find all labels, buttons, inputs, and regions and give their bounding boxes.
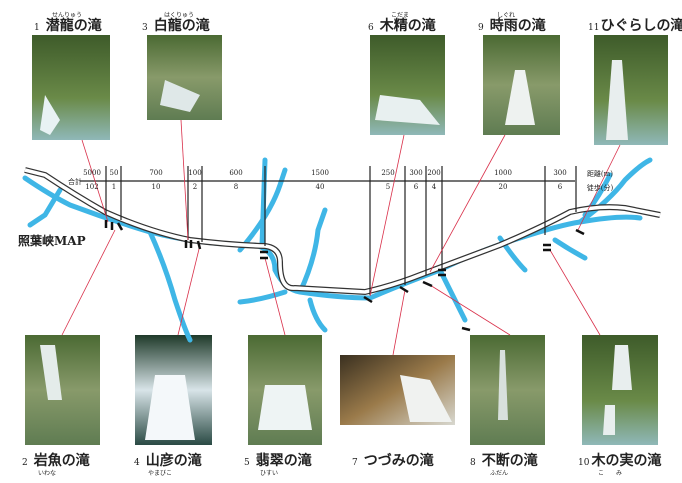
distance-value: 50 (109, 169, 119, 177)
walk-value: 40 (315, 183, 325, 191)
distance-value: 100 (188, 169, 202, 177)
distance-value: 5000 (83, 169, 101, 177)
photo-11 (594, 35, 668, 145)
walk-value: 10 (151, 183, 161, 191)
ruby-1: せんりゅう (52, 12, 83, 19)
distance-value: 1500 (311, 169, 329, 177)
photo-9 (483, 35, 560, 135)
photo-7 (340, 355, 455, 425)
title-11: 11ひぐらしの滝 (588, 18, 682, 34)
walk-value: 6 (557, 183, 563, 191)
ruby-6: こだま (391, 12, 409, 19)
distance-value: 300 (553, 169, 567, 177)
photo-4 (135, 335, 212, 445)
map-title: 照葉峡MAP (18, 234, 86, 248)
distance-value: 600 (229, 169, 243, 177)
distance-value: 1000 (494, 169, 512, 177)
leader-lines (61, 119, 621, 356)
walk-value: 6 (413, 183, 419, 191)
distance-value: 700 (149, 169, 163, 177)
photo-5 (248, 335, 322, 445)
distance-table-grid (80, 166, 577, 295)
ruby-2: いわな (38, 470, 57, 477)
road (24, 167, 661, 296)
walk-value: 4 (431, 183, 437, 191)
distance-value: 300 (409, 169, 423, 177)
walk-value: 102 (85, 183, 99, 191)
walk-value: 8 (233, 183, 239, 191)
waterfall-markers (104, 220, 585, 332)
ruby-10: こ み (598, 470, 623, 477)
ruby-8: ふだん (490, 470, 509, 477)
photo-8 (470, 335, 545, 445)
ruby-5: ひすい (260, 470, 279, 477)
photo-6 (370, 35, 445, 135)
ruby-9: しぐれ (497, 12, 516, 19)
distance-value: 250 (381, 169, 395, 177)
walk-value: 1 (111, 183, 117, 191)
ruby-4: やまびこ (148, 470, 173, 477)
distance-unit-label: 距離(m) (586, 170, 614, 178)
walk-value: 20 (498, 183, 508, 191)
photo-3 (147, 35, 222, 120)
walk-value: 2 (192, 183, 198, 191)
photo-2 (25, 335, 100, 445)
distance-value: 200 (427, 169, 441, 177)
walk-unit-label: 徒歩(分) (586, 184, 614, 192)
total-label: 合計 (68, 178, 82, 186)
ruby-3: はくりゅう (164, 12, 195, 19)
walk-value: 5 (385, 183, 391, 191)
photo-1 (32, 35, 110, 140)
photo-10 (582, 335, 658, 445)
